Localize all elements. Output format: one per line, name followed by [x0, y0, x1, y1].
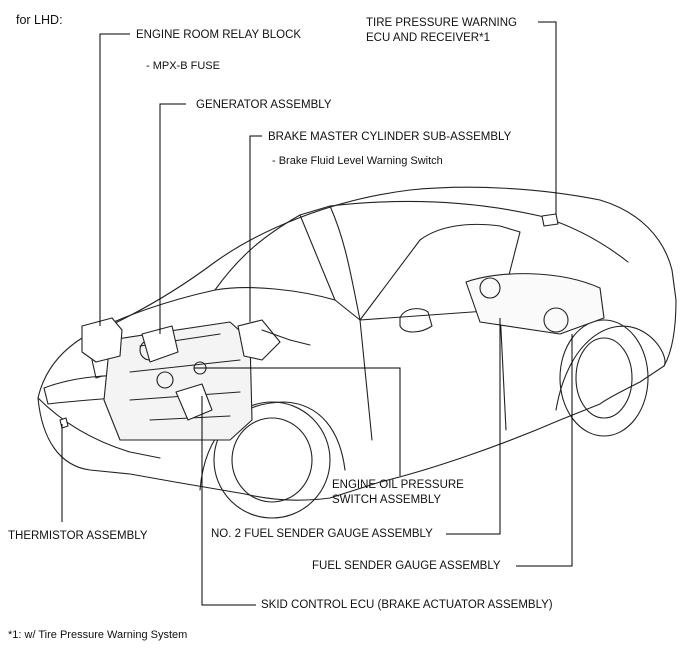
front-wheel — [213, 401, 331, 519]
leader-engine-oil — [194, 367, 401, 476]
label-fuel-sender: FUEL SENDER GAUGE ASSEMBLY — [312, 560, 501, 572]
leader-skid-control-ecu — [201, 396, 256, 606]
label-skid-control-ecu: SKID CONTROL ECU (BRAKE ACTUATOR ASSEMBL… — [261, 599, 553, 611]
header-label: for LHD: — [16, 13, 63, 27]
leader-brake-master-cylinder — [249, 135, 262, 322]
rear-wheel-rim — [575, 337, 633, 419]
skid-ecu-shape — [175, 383, 213, 421]
tpw-ecu-shape — [541, 213, 559, 227]
label-brake-master-cylinder: BRAKE MASTER CYLINDER SUB-ASSEMBLY — [268, 131, 512, 143]
label-tpw-ecu-line1: TIRE PRESSURE WARNING — [366, 17, 518, 29]
thermistor-shape — [59, 417, 69, 429]
label-tpw-ecu-line2: ECU AND RECEIVER*1 — [366, 32, 490, 44]
a-pillar — [299, 214, 336, 301]
rear-wheel — [559, 319, 649, 437]
side-mirror — [399, 308, 433, 333]
relay-block-shape — [81, 317, 123, 363]
leader-generator — [159, 103, 186, 334]
label-engine-oil-line2: SWITCH ASSEMBLY — [332, 494, 442, 506]
leader-tpw-ecu — [538, 21, 557, 214]
front-wheel-arch — [199, 401, 346, 491]
generator-shape — [141, 325, 179, 363]
label-mpx-b-fuse: - MPX-B FUSE — [146, 60, 220, 72]
footnote: *1: w/ Tire Pressure Warning System — [8, 629, 188, 641]
front-bumper — [37, 397, 161, 459]
car-body-outline — [37, 186, 677, 501]
label-brake-fluid-switch: - Brake Fluid Level Warning Switch — [272, 155, 443, 167]
front-wheel-rim — [231, 417, 313, 503]
label-thermistor: THERMISTOR ASSEMBLY — [8, 530, 148, 542]
side-window — [359, 223, 521, 321]
roof-line — [329, 200, 629, 263]
label-engine-oil-line1: ENGINE OIL PRESSURE — [332, 479, 464, 491]
label-generator-assembly: GENERATOR ASSEMBLY — [196, 99, 332, 111]
fuel-tank-shape — [465, 273, 605, 335]
leader-fuel-sender — [516, 334, 573, 567]
label-no2-fuel-sender: NO. 2 FUEL SENDER GAUGE ASSEMBLY — [211, 528, 433, 540]
leader-engine-room-relay-block — [99, 33, 130, 326]
rear-wheel-arch — [555, 325, 666, 411]
leader-no2-fuel-sender — [446, 318, 501, 535]
label-engine-room-relay-block: ENGINE ROOM RELAY BLOCK — [136, 29, 302, 41]
engine-block — [103, 321, 253, 441]
door-line — [359, 309, 507, 441]
brake-master-shape — [237, 319, 281, 361]
